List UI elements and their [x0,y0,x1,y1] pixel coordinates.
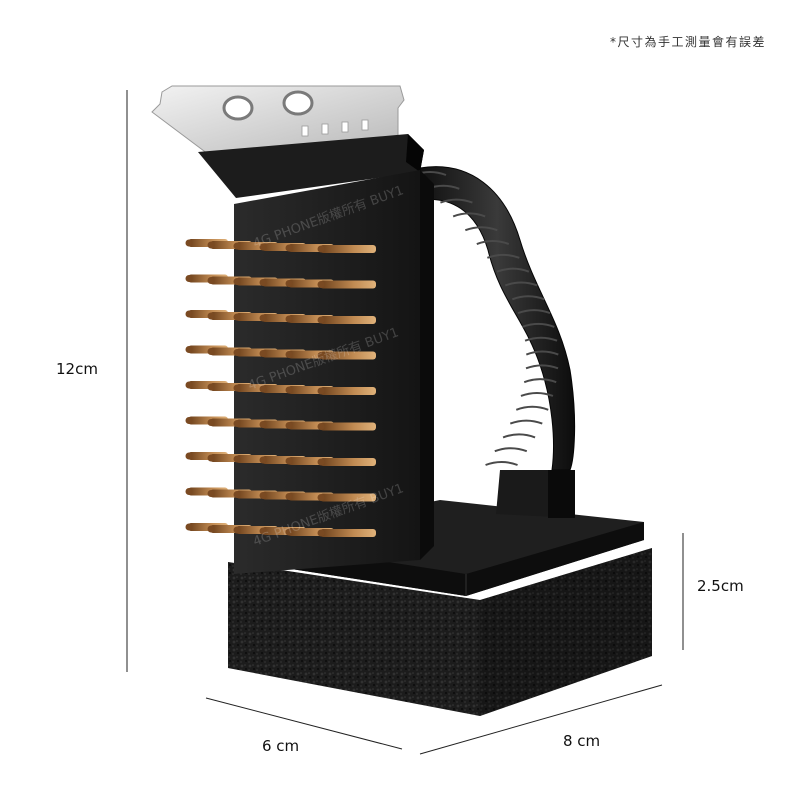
bristle-tip [259,314,267,322]
bristle-tip [185,275,193,282]
bristle-tip [207,241,215,249]
bristle-tip [285,315,293,323]
handle-ridge [487,253,520,259]
sponge-height-label: 2.5cm [697,577,744,595]
bristle-tip [207,419,215,426]
handle-ridge [496,267,530,273]
bristle-tip [317,458,325,466]
depth-label: 8 cm [563,732,601,750]
bristle-tip [259,350,267,357]
handle-ridge [525,350,559,356]
bristle-tip [259,243,267,251]
width-label: 6 cm [262,737,300,755]
bristle-tip [285,493,293,500]
bristle-tip [233,278,241,285]
bristle-tip [185,417,193,424]
bristle-tip [317,494,325,501]
bristle-tip [233,491,241,498]
bristle-tip [233,384,241,392]
bristle-tip [317,245,325,253]
bristle-tip [233,349,241,356]
brass-bristles [185,239,376,537]
height-label: 12cm [56,360,98,378]
handle-ridge [464,226,498,232]
bristle-tip [285,244,293,252]
handle-ridge [440,198,473,204]
bristle-tip [317,529,325,537]
bristle-tip [259,279,267,286]
bristle-tip [233,420,241,427]
sponge-block [228,548,652,716]
handle-ridge [525,364,559,370]
bristle-tip [259,527,267,535]
bristle-tip [317,352,325,359]
scraper-blade [151,85,405,155]
handle-ridge [523,378,557,384]
bristle-tip [285,528,293,536]
handle-ridge [504,281,538,287]
handle-ridge [517,309,551,315]
bristle-tip [259,492,267,499]
bristle-tip [207,454,215,462]
bristle-tip [317,316,325,324]
bristle-tuft [320,245,376,253]
bristle-tip [233,455,241,463]
width-dimension-line [205,697,403,750]
handle-ridge [494,447,528,453]
bristle-tuft [320,458,376,466]
bristle-tuft [320,387,376,395]
bristle-tip [185,488,193,495]
handle-ridge [515,405,549,411]
bristle-tuft [320,280,376,289]
bristle-tip [317,423,325,430]
bristle-tip [233,313,241,321]
handle-ridge [509,419,543,425]
handle-ridge [521,322,555,328]
handle [413,166,576,518]
bristle-tip [285,457,293,465]
bristle-tip [259,385,267,393]
bristle-tip [285,351,293,358]
bristle-tip [207,312,215,320]
bristle-tip [207,348,215,355]
bristle-tuft [320,422,376,431]
bristle-tuft [320,351,376,360]
bristle-tip [185,346,193,353]
bristle-tip [233,242,241,250]
bristle-tip [285,280,293,287]
bristle-tip [207,277,215,284]
depth-dimension-line [419,684,663,755]
bristle-tip [185,452,193,460]
handle-ridge [511,295,545,301]
bristle-tip [185,310,193,318]
bristle-tuft [320,529,376,537]
handle-ridge [520,391,554,397]
handle-ridge [524,336,558,342]
measurement-note: *尺寸為手工測量會有誤差 [609,35,766,49]
bristle-tip [285,386,293,394]
bristle-tuft [320,316,376,324]
top-holder [198,134,424,198]
bristle-tip [259,456,267,464]
bristle-tip [259,421,267,428]
bristle-tip [317,387,325,395]
bristle-plate [234,170,434,574]
bristle-tuft [320,493,376,502]
bristle-tip [185,239,193,247]
bristle-tip [317,281,325,288]
bristle-tip [207,383,215,391]
bristle-tip [207,525,215,533]
handle-ridge [502,433,536,439]
bristle-tip [285,422,293,429]
bristle-tip [207,490,215,497]
handle-ridge [485,461,518,466]
bristle-tip [185,523,193,531]
bristle-tip [185,381,193,389]
bristle-tip [233,526,241,534]
handle-ridge [452,212,486,218]
handle-ridge [476,240,510,245]
